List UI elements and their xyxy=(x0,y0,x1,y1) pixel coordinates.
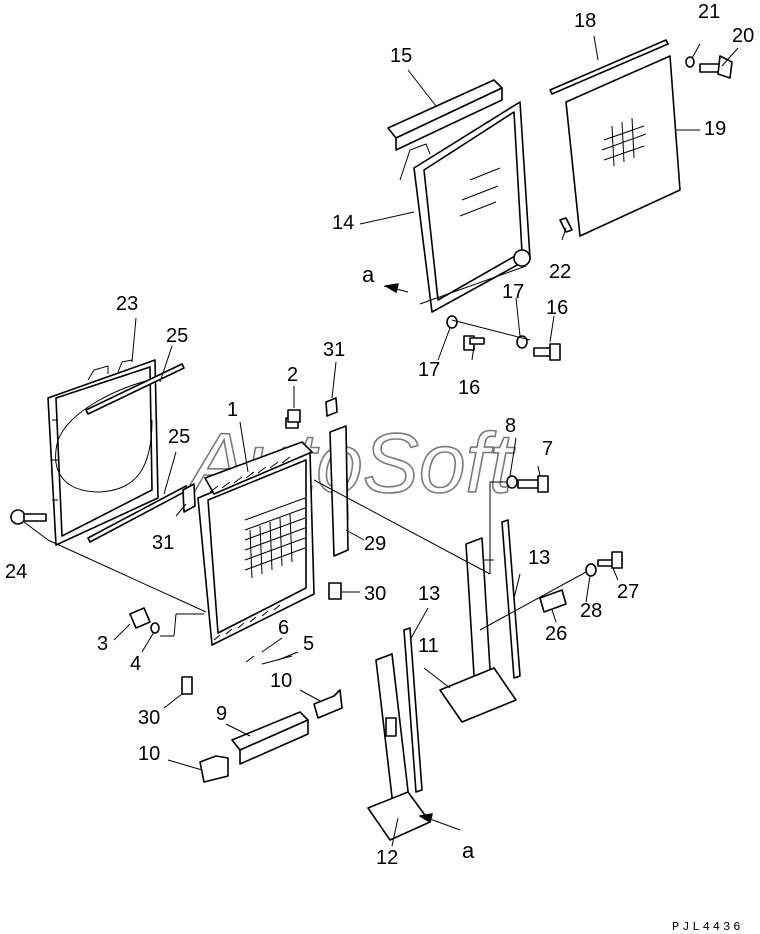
callout-18: 18 xyxy=(574,10,596,32)
callout-labels: 1 2 3 4 5 6 7 8 9 10 10 11 12 13 13 14 1… xyxy=(5,1,754,869)
valve-part-3 xyxy=(129,607,151,629)
bracket-part-12 xyxy=(367,653,431,841)
callout-13-right: 13 xyxy=(528,547,550,569)
frame-part-14 xyxy=(399,101,531,313)
washer-part-4 xyxy=(150,622,160,634)
callout-15: 15 xyxy=(390,45,412,67)
callout-31-upper: 31 xyxy=(323,339,345,361)
callout-10-upper: 10 xyxy=(270,670,292,692)
block-part-31-lower xyxy=(182,483,196,513)
view-marker-a-top: a xyxy=(362,262,375,287)
drawing-code: PJL4436 xyxy=(672,920,743,934)
callout-12: 12 xyxy=(376,847,398,869)
callout-23: 23 xyxy=(116,293,138,315)
leader-lines xyxy=(23,35,739,847)
washer-part-28 xyxy=(585,563,597,577)
washer-part-8 xyxy=(506,475,518,489)
callout-2: 2 xyxy=(287,364,298,386)
bolt-part-16-left xyxy=(463,335,485,351)
seal-strip-part-25-upper xyxy=(85,363,185,415)
callout-28: 28 xyxy=(580,600,602,622)
plug-part-5 xyxy=(261,655,293,665)
callout-30-right: 30 xyxy=(364,583,386,605)
strip-part-13-left xyxy=(403,627,423,793)
block-part-30-left xyxy=(181,676,193,695)
block-part-31-upper xyxy=(325,397,338,417)
callout-5: 5 xyxy=(303,633,314,655)
hose-part-6 xyxy=(245,655,255,663)
callout-22: 22 xyxy=(549,261,571,283)
callout-13-left: 13 xyxy=(418,583,440,605)
callout-11: 11 xyxy=(418,635,439,657)
callout-3: 3 xyxy=(97,633,108,655)
fan-shroud-part-23 xyxy=(47,359,159,546)
side-seal-part-29 xyxy=(329,425,349,557)
block-part-10-upper xyxy=(313,689,343,719)
callout-16-left: 16 xyxy=(458,377,480,399)
callout-10-lower: 10 xyxy=(138,743,160,765)
bolt-part-16-right xyxy=(533,343,561,361)
bolt-part-24 xyxy=(10,509,47,525)
callout-8: 8 xyxy=(505,415,516,437)
bolt-part-27 xyxy=(597,551,623,569)
screen-part-19 xyxy=(565,55,681,237)
callout-30-left: 30 xyxy=(138,707,160,729)
bolt-part-20 xyxy=(699,55,733,79)
callout-1: 1 xyxy=(227,399,238,421)
strip-part-22 xyxy=(559,217,573,233)
block-part-30-right xyxy=(328,582,342,600)
bottom-seal-part-9 xyxy=(231,711,309,765)
callout-20: 20 xyxy=(732,25,754,47)
callout-9: 9 xyxy=(216,703,227,725)
view-marker-a-bottom: a xyxy=(462,838,475,863)
callout-24: 24 xyxy=(5,561,27,583)
plate-part-26 xyxy=(539,589,567,613)
callout-27: 27 xyxy=(617,581,639,603)
callout-26: 26 xyxy=(545,623,567,645)
radiator-part-1 xyxy=(197,417,315,646)
cap-part-2 xyxy=(287,409,301,423)
callout-19: 19 xyxy=(704,118,726,140)
block-part-10-lower xyxy=(199,755,229,783)
callout-14: 14 xyxy=(332,212,354,234)
callout-21: 21 xyxy=(698,1,720,23)
callout-25-lower: 25 xyxy=(168,426,190,448)
strip-part-13-right xyxy=(501,519,521,679)
callout-29: 29 xyxy=(364,533,386,555)
callout-16-right: 16 xyxy=(546,297,568,319)
callout-17-right: 17 xyxy=(502,281,524,303)
callout-7: 7 xyxy=(542,438,553,460)
seal-part-15 xyxy=(387,79,503,151)
callout-17-left: 17 xyxy=(418,359,440,381)
washer-part-17-left xyxy=(446,315,458,329)
callout-31-lower: 31 xyxy=(152,532,174,554)
washer-part-21 xyxy=(685,56,695,68)
callout-4: 4 xyxy=(130,653,141,675)
callout-25-upper: 25 xyxy=(166,325,188,347)
bolt-part-7 xyxy=(517,475,549,493)
bracket-part-11 xyxy=(439,537,517,723)
strip-part-18 xyxy=(549,39,669,95)
callout-6: 6 xyxy=(278,617,289,639)
